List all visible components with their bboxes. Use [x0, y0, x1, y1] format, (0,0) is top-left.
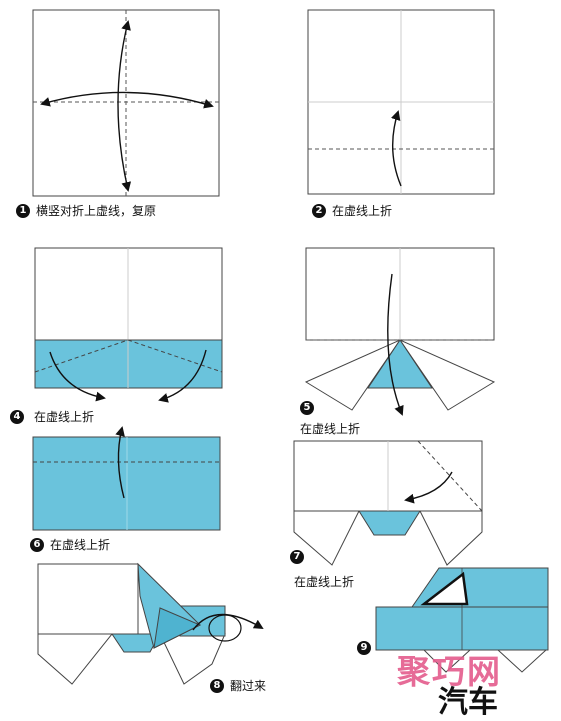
step6-label: 6 在虚线上折 — [30, 536, 110, 553]
step5-number-badge: 5 — [300, 400, 314, 415]
watermark: 聚巧网 — [397, 652, 502, 691]
step6-number-badge: 6 — [30, 537, 44, 552]
step5-diagram — [304, 247, 496, 416]
step4-diagram — [34, 247, 223, 403]
step6-text: 在虚线上折 — [50, 538, 111, 552]
step4-label: 4 在虚线上折 — [10, 408, 94, 425]
step8-diagram — [37, 562, 264, 685]
step4-number-badge: 4 — [10, 409, 24, 424]
step2-text: 在虚线上折 — [332, 204, 393, 218]
step5-text: 在虚线上折 — [300, 422, 361, 436]
step9-car-diagram — [375, 567, 549, 673]
step4-text: 在虚线上折 — [34, 410, 95, 424]
step2-diagram — [307, 9, 495, 195]
step8-text: 翻过来 — [230, 679, 267, 693]
step2-number-badge: 2 — [312, 203, 326, 218]
step8-number-badge: 8 — [210, 678, 224, 693]
step7-badge-wrap: 7 — [290, 549, 310, 564]
step7-number-badge: 7 — [290, 549, 304, 564]
step2-label: 2 在虚线上折 — [312, 202, 392, 219]
step8-label: 8 翻过来 — [210, 677, 266, 694]
step5-badge-wrap: 5 — [300, 400, 320, 415]
step1-diagram — [32, 9, 220, 197]
step6-diagram — [32, 426, 221, 531]
result-title: 汽车 — [438, 685, 498, 720]
step9-label: 9 — [357, 640, 377, 655]
step7-diagram — [293, 440, 483, 566]
step9-number-badge: 9 — [357, 640, 371, 655]
step1-number-badge: 1 — [16, 203, 30, 218]
step7-text: 在虚线上折 — [294, 575, 355, 589]
step1-text: 横竖对折上虚线，复原 — [36, 204, 157, 218]
step1-label: 1 横竖对折上虚线，复原 — [16, 202, 156, 219]
